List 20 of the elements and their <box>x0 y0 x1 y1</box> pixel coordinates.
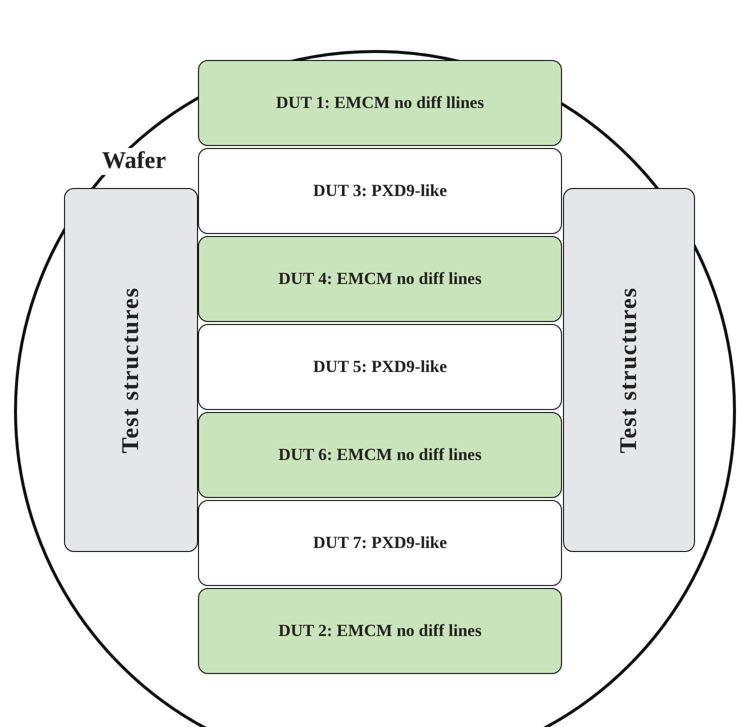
device-label: DUT 4: EMCM no diff lines <box>278 269 482 289</box>
device-label: DUT 7: PXD9-like <box>313 533 447 553</box>
test-structure-block <box>64 188 198 552</box>
device-label: DUT 3: PXD9-like <box>313 181 447 201</box>
device-box <box>198 500 562 586</box>
wafer-outline <box>14 50 736 727</box>
device-box <box>198 236 562 322</box>
device-label: DUT 5: PXD9-like <box>313 357 447 377</box>
device-label: DUT 1: EMCM no diff llines <box>276 93 484 113</box>
block-label: Test structures <box>616 286 642 454</box>
wafer-label: Wafer <box>100 148 168 175</box>
device-label: DUT 2: EMCM no diff lines <box>278 621 482 641</box>
device-box <box>198 588 562 674</box>
block-label: Test structures <box>118 286 144 454</box>
device-box <box>198 148 562 234</box>
device-box <box>198 60 562 146</box>
device-box <box>198 412 562 498</box>
device-box <box>198 324 562 410</box>
device-label: DUT 6: EMCM no diff lines <box>278 445 482 465</box>
test-structure-block <box>563 188 695 552</box>
